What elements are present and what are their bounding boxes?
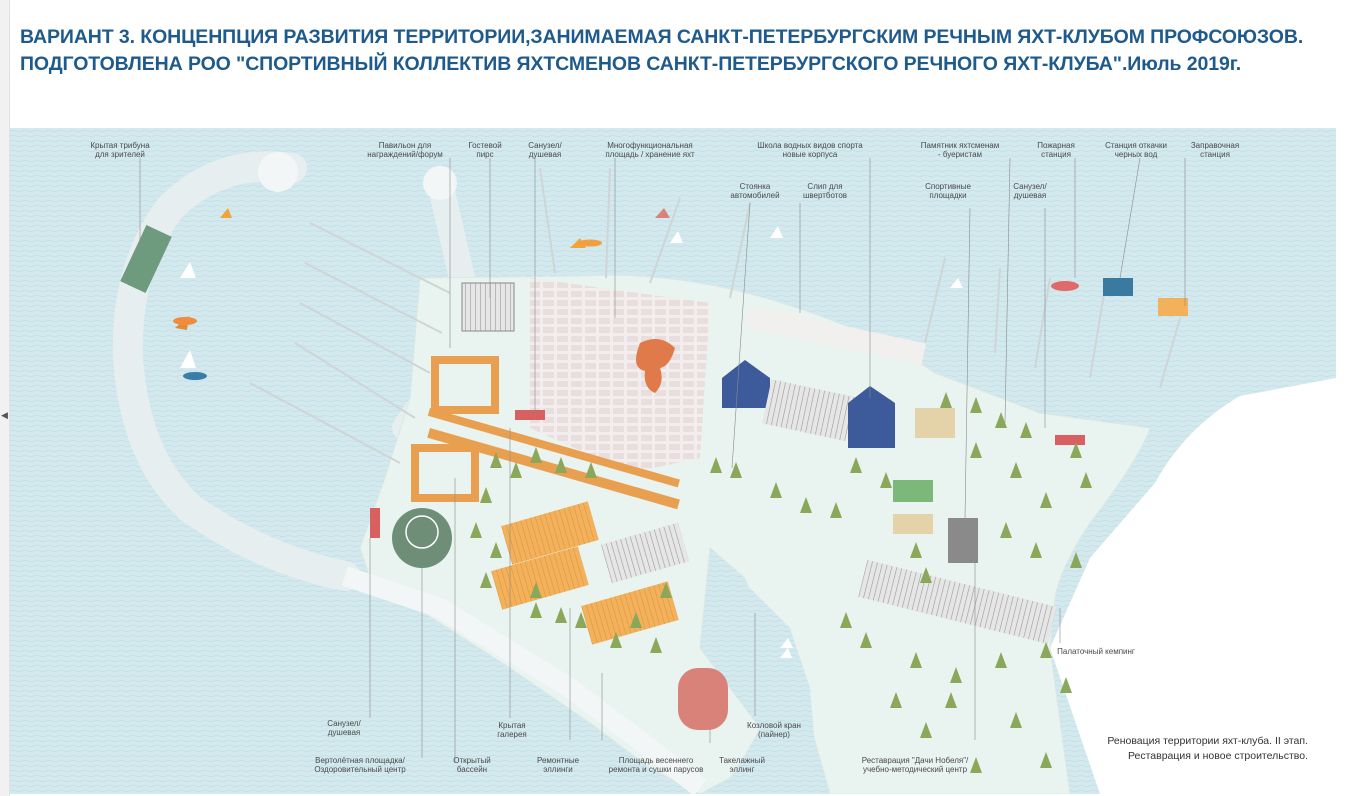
sport-field-2 <box>893 480 933 502</box>
caption-line-2: Реставрация и новое строительство. <box>1127 750 1308 762</box>
caption-line-1: Реновация территории яхт-клуба. II этап. <box>1107 735 1308 747</box>
page-title: ВАРИАНТ 3. КОНЦЕНПЦИЯ РАЗВИТИЯ ТЕРРИТОРИ… <box>20 24 1340 78</box>
label-wc-top-2: Санузел/душевая <box>1013 182 1047 200</box>
sport-field-3 <box>893 514 933 534</box>
training-centre <box>858 559 1057 644</box>
storage-shed <box>601 522 689 584</box>
repair-halls <box>491 501 679 645</box>
inner-harbour <box>715 558 815 748</box>
label-wc-bottom: Санузел/душевая <box>327 719 361 737</box>
fuel-station <box>1158 298 1188 316</box>
plaza-sculpture <box>636 339 675 393</box>
wc-block-2 <box>370 508 380 538</box>
covered-gallery <box>411 356 680 510</box>
pavilion-building <box>461 282 515 332</box>
sewage-station <box>1103 278 1133 296</box>
shore-right <box>1050 378 1336 794</box>
marina-piers <box>249 167 1181 464</box>
helipad <box>392 508 452 568</box>
collapse-arrow-icon[interactable]: ◀ <box>1 410 8 420</box>
label-camping: Палаточный кемпинг <box>1057 647 1135 656</box>
left-scroll-rail[interactable] <box>0 0 10 796</box>
trees <box>470 392 1092 773</box>
sport-field-1 <box>915 408 955 438</box>
title-line-2: ПОДГОТОВЛЕНА РОО "СПОРТИВНЫЙ КОЛЛЕКТИВ Я… <box>20 53 1242 75</box>
label-wc-top-1: Санузел/душевая <box>528 141 562 159</box>
covered-stand <box>120 224 172 294</box>
label-nobel-dacha: Реставрация "Дачи Нобеля"/учебно-методич… <box>862 756 969 774</box>
rigging-hall <box>678 668 728 730</box>
pier-end <box>423 166 457 200</box>
leader-lines <box>139 157 1186 763</box>
label-gantry-crane: Козловой кран(пайнер) <box>747 721 801 739</box>
breakwater <box>112 151 360 591</box>
wc-block <box>515 410 545 420</box>
nobel-dacha <box>948 518 978 563</box>
east-quay <box>745 306 927 365</box>
label-monument: Памятник яхтсменам- буеристам <box>921 141 999 159</box>
school-buildings <box>722 360 895 448</box>
breakwater-end <box>258 152 298 192</box>
label-heliport: Вертолётная площадка/Оздоровительный цен… <box>314 756 406 774</box>
wc-block-3 <box>1055 435 1085 445</box>
sailing-boats <box>173 208 1079 658</box>
plan-caption: Реновация территории яхт-клуба. II этап.… <box>1048 734 1308 764</box>
multifunctional-plaza <box>530 278 710 473</box>
title-line-1: ВАРИАНТ 3. КОНЦЕНПЦИЯ РАЗВИТИЯ ТЕРРИТОРИ… <box>20 26 1304 48</box>
